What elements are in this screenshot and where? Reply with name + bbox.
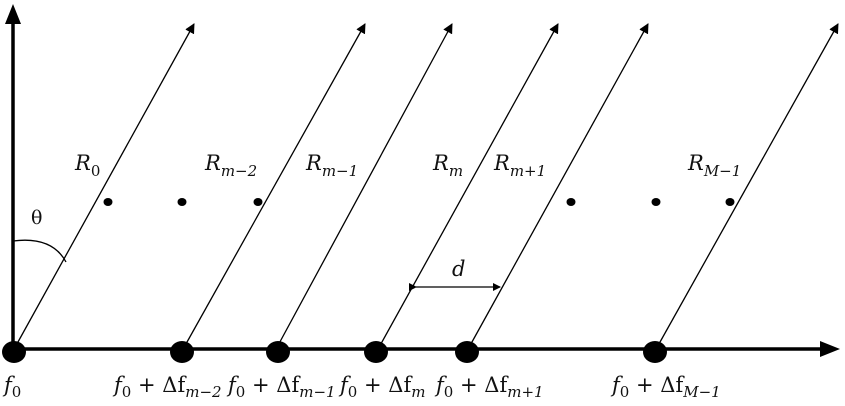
array-element-node bbox=[643, 341, 667, 363]
array-element-node bbox=[455, 341, 479, 363]
freq-label-m-1: f0 + Δfm−1 bbox=[226, 373, 336, 401]
ellipsis-dot bbox=[725, 198, 735, 206]
ray-rm+1 bbox=[466, 23, 649, 352]
ray-r0 bbox=[12, 23, 195, 352]
freq-label-m+1: f0 + Δfm+1 bbox=[434, 373, 544, 401]
angle-arc bbox=[12, 239, 67, 263]
y-axis-arrow-icon bbox=[5, 4, 21, 24]
ellipsis-dot bbox=[253, 198, 263, 206]
array-element-node bbox=[170, 341, 194, 363]
freq-label-f0: f0 bbox=[2, 373, 21, 401]
spacing-label: d bbox=[452, 257, 465, 281]
ellipsis-dot bbox=[103, 198, 113, 206]
ellipsis-dot bbox=[566, 198, 576, 206]
freq-label-m: f0 + Δfm bbox=[338, 373, 425, 401]
ray-rM-1 bbox=[654, 23, 839, 352]
ray-rm-1 bbox=[274, 23, 453, 352]
ray-label-r0: R0 bbox=[74, 151, 100, 180]
ray-rm bbox=[376, 23, 559, 352]
freq-label-m-2: f0 + Δfm−2 bbox=[112, 373, 222, 401]
x-axis-arrow-icon bbox=[820, 341, 840, 357]
ray-label-rm: Rm bbox=[432, 151, 463, 180]
angle-label: θ bbox=[31, 207, 42, 229]
array-element-node bbox=[266, 341, 290, 363]
array-element-node bbox=[2, 341, 26, 363]
ray-label-rm-2: Rm−2 bbox=[204, 151, 257, 180]
ray-rm-2 bbox=[181, 23, 366, 352]
ellipsis-dot bbox=[177, 198, 187, 206]
array-element-node bbox=[364, 341, 388, 363]
ray-label-rm-1: Rm−1 bbox=[305, 151, 358, 180]
ellipsis-dot bbox=[651, 198, 661, 206]
ray-label-rm+1: Rm+1 bbox=[493, 151, 546, 180]
ray-label-rM-1: RM−1 bbox=[687, 151, 741, 180]
freq-label-M-1: f0 + ΔfM−1 bbox=[610, 373, 721, 401]
